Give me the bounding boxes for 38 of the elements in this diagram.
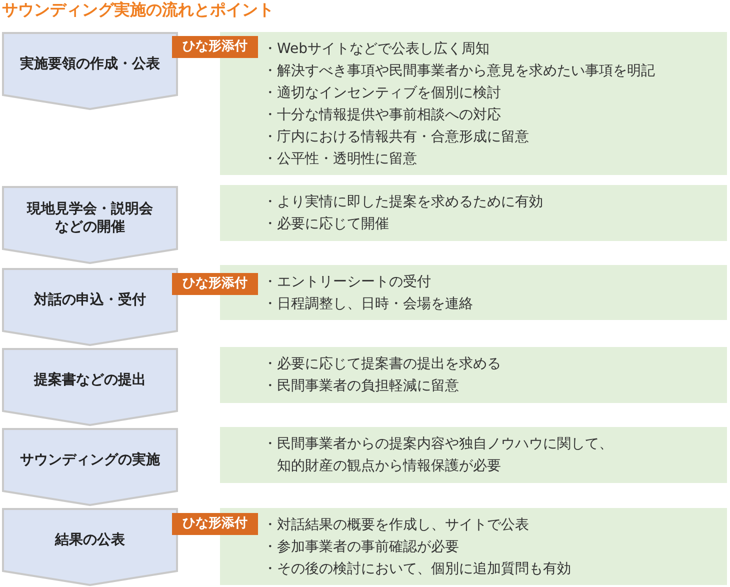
bullet-note: ・参加事業者の事前確認が必要 xyxy=(263,538,460,556)
bullet-note: ・その後の検討において、個別に追加質問も有効 xyxy=(263,560,572,578)
bullet-note: ・解決すべき事項や民間事業者から意見を求めたい事項を明記 xyxy=(263,62,656,80)
bullet-note: ・民間事業者の負担軽減に留意 xyxy=(263,377,460,396)
bullet-note: ・十分な情報提供や事前相談への対応 xyxy=(263,106,502,124)
diagram-title: サウンディング実施の流れとポイント xyxy=(2,0,274,20)
notes-panel xyxy=(220,508,727,585)
notes-panel xyxy=(220,347,727,403)
notes-panel xyxy=(220,185,727,241)
process-step xyxy=(2,428,178,506)
step-title: サウンディングの実施 xyxy=(20,450,160,468)
bullet-note: ・庁内における情報共有・合意形成に留意 xyxy=(263,128,530,146)
notes-panel xyxy=(220,32,727,175)
bullet-note: ・Webサイトなどで公表し広く周知 xyxy=(263,40,491,58)
process-step xyxy=(2,268,178,346)
notes-panel xyxy=(220,265,727,320)
bullet-note: ・日程調整し、日時・会場を連絡 xyxy=(263,294,474,314)
template-badge: ひな形添付 xyxy=(172,273,258,295)
step-title: 実施要領の作成・公表 xyxy=(20,54,160,72)
bullet-note: ・必要に応じて提案書の提出を求める xyxy=(263,355,502,374)
notes-panel xyxy=(220,427,727,483)
step-title: 対話の申込・受付 xyxy=(34,290,146,308)
process-step xyxy=(2,508,178,586)
bullet-note: ・民間事業者からの提案内容や独自ノウハウに関して、知的財産の観点から情報保護が必要 xyxy=(263,435,614,476)
process-step xyxy=(2,186,178,264)
bullet-note: ・適切なインセンティブを個別に検討 xyxy=(263,84,502,102)
bullet-note: ・より実情に即した提案を求めるために有効 xyxy=(263,193,544,212)
bullet-note: ・公平性・透明性に留意 xyxy=(263,150,418,168)
bullet-note: ・必要に応じて開催 xyxy=(263,215,390,234)
process-step xyxy=(2,348,178,426)
step-title: 現地見学会・説明会などの開催 xyxy=(26,200,154,236)
process-step xyxy=(2,32,178,110)
template-badge: ひな形添付 xyxy=(172,36,258,58)
step-title: 提案書などの提出 xyxy=(34,370,146,388)
step-title: 結果の公表 xyxy=(55,530,125,548)
bullet-note: ・エントリーシートの受付 xyxy=(263,272,432,292)
bullet-note: ・対話結果の概要を作成し、サイトで公表 xyxy=(263,516,530,534)
template-badge: ひな形添付 xyxy=(172,513,258,535)
